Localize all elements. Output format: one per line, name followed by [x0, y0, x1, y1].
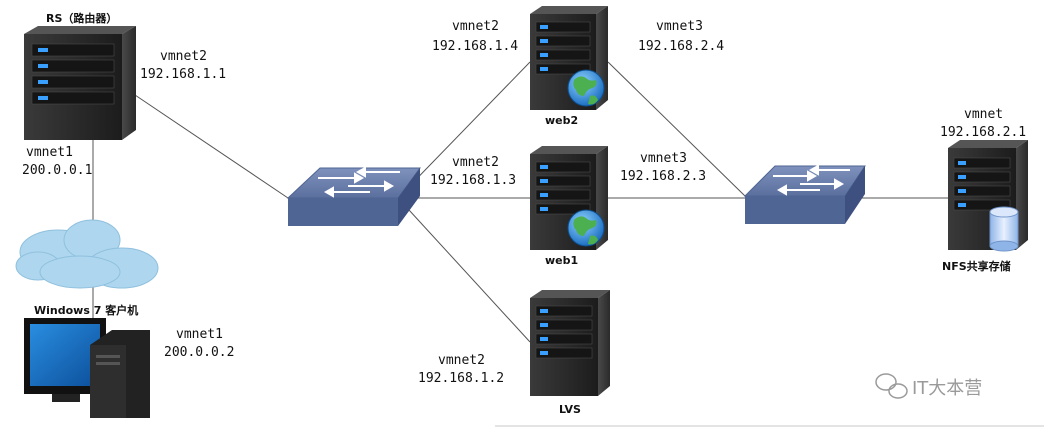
- nfs-iface-label: vmnet: [964, 107, 1003, 122]
- nfs-server-icon: [948, 140, 1028, 250]
- rs-top-iface-label: vmnet2: [160, 49, 207, 64]
- lvs-server-icon: [530, 290, 610, 396]
- switch-icon-1: [286, 166, 421, 226]
- switch-icon-2: [743, 164, 866, 224]
- globe-icon: [567, 209, 605, 247]
- client-ip-label: 200.0.0.2: [164, 345, 234, 360]
- link-switch1-lvs: [397, 197, 531, 343]
- watermark-text: IT大本营: [912, 378, 982, 399]
- lvs-name-label: LVS: [559, 403, 581, 416]
- web1-left-ip-label: 192.168.1.3: [430, 173, 516, 188]
- rs-name-label: RS（路由器）: [46, 11, 117, 25]
- web2-right-iface-label: vmnet3: [656, 19, 703, 34]
- lvs-ip-label: 192.168.1.2: [418, 371, 504, 386]
- web2-left-iface-label: vmnet2: [452, 19, 499, 34]
- nfs-ip-label: 192.168.2.1: [940, 125, 1026, 140]
- web2-name-label: web2: [545, 114, 578, 127]
- web2-left-ip-label: 192.168.1.4: [432, 39, 518, 54]
- web1-right-iface-label: vmnet3: [640, 151, 687, 166]
- rs-bottom-ip-label: 200.0.0.1: [22, 163, 92, 178]
- rs-top-ip-label: 192.168.1.1: [140, 67, 226, 82]
- wechat-icon: [875, 373, 908, 399]
- lvs-iface-label: vmnet2: [438, 353, 485, 368]
- web1-name-label: web1: [545, 254, 578, 267]
- web1-left-iface-label: vmnet2: [452, 155, 499, 170]
- link-web2-switch2: [607, 61, 746, 197]
- cloud-icon: [15, 219, 159, 289]
- client-iface-label: vmnet1: [176, 327, 223, 342]
- globe-icon: [567, 69, 605, 107]
- pc-icon: [24, 318, 150, 418]
- web1-right-ip-label: 192.168.2.3: [620, 169, 706, 184]
- rs-bottom-iface-label: vmnet1: [26, 145, 73, 160]
- client-name-label: Windows 7 客户机: [34, 303, 138, 317]
- web2-right-ip-label: 192.168.2.4: [638, 39, 724, 54]
- nfs-name-label: NFS共享存储: [942, 259, 1011, 273]
- link-rs-switch1: [134, 94, 289, 199]
- database-icon: [989, 206, 1019, 252]
- rs-server-icon: [24, 26, 136, 140]
